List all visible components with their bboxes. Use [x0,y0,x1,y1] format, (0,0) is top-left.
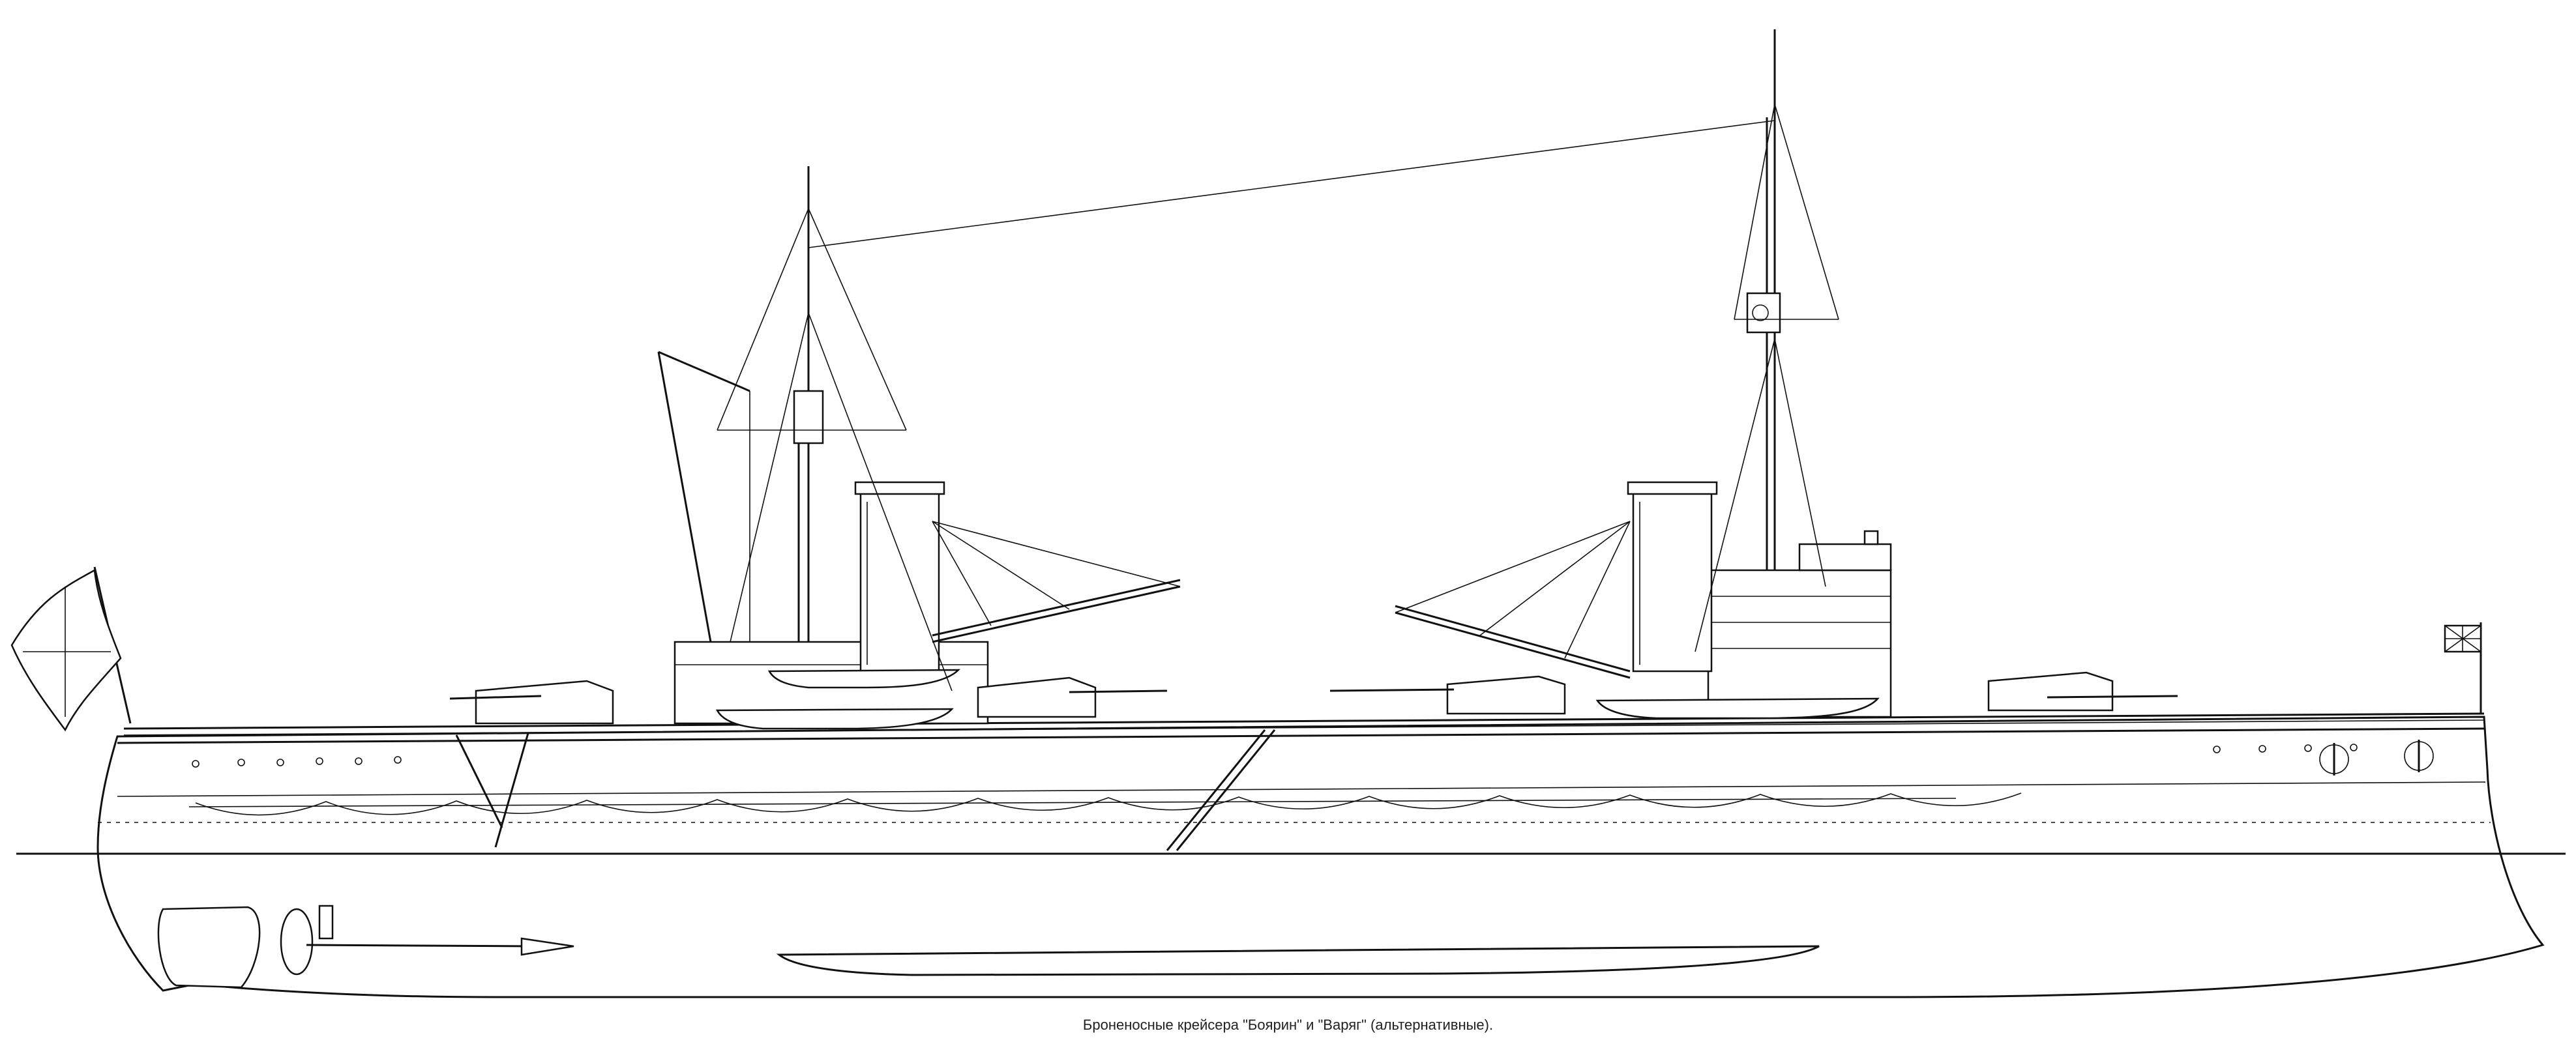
hull [96,716,2545,998]
turret-fore-1 [1329,675,1566,715]
boats [715,669,1880,730]
superstructure-fore [1707,530,1892,718]
stern-flag [10,566,132,732]
boat-derrick-aft [657,351,750,643]
anchor-2 [2404,740,2434,772]
mainmast-aft [793,166,824,642]
bow-jack [2444,622,2482,714]
main-deck [123,712,2485,736]
propeller [280,905,574,976]
ladders [455,729,1276,851]
foremast [1746,29,1781,570]
rudder [157,906,261,989]
bilge-keel [776,945,1820,976]
waterline [16,822,2566,855]
drawing-caption: Броненосные крейсера "Боярин" и "Варяг" … [1082,1017,1494,1033]
crane-fore [1395,521,1631,679]
anchor-1 [2319,743,2349,776]
rigging [717,104,1839,691]
torpedo-nets [195,792,2022,816]
funnel-aft [854,481,945,673]
turret-fore-2 [1987,671,2178,712]
portholes [192,744,2358,768]
funnel-fore [1627,481,1718,673]
turret-aft-2 [977,676,1168,718]
turret-aft-1 [449,680,614,725]
crane-aft [932,521,1181,643]
